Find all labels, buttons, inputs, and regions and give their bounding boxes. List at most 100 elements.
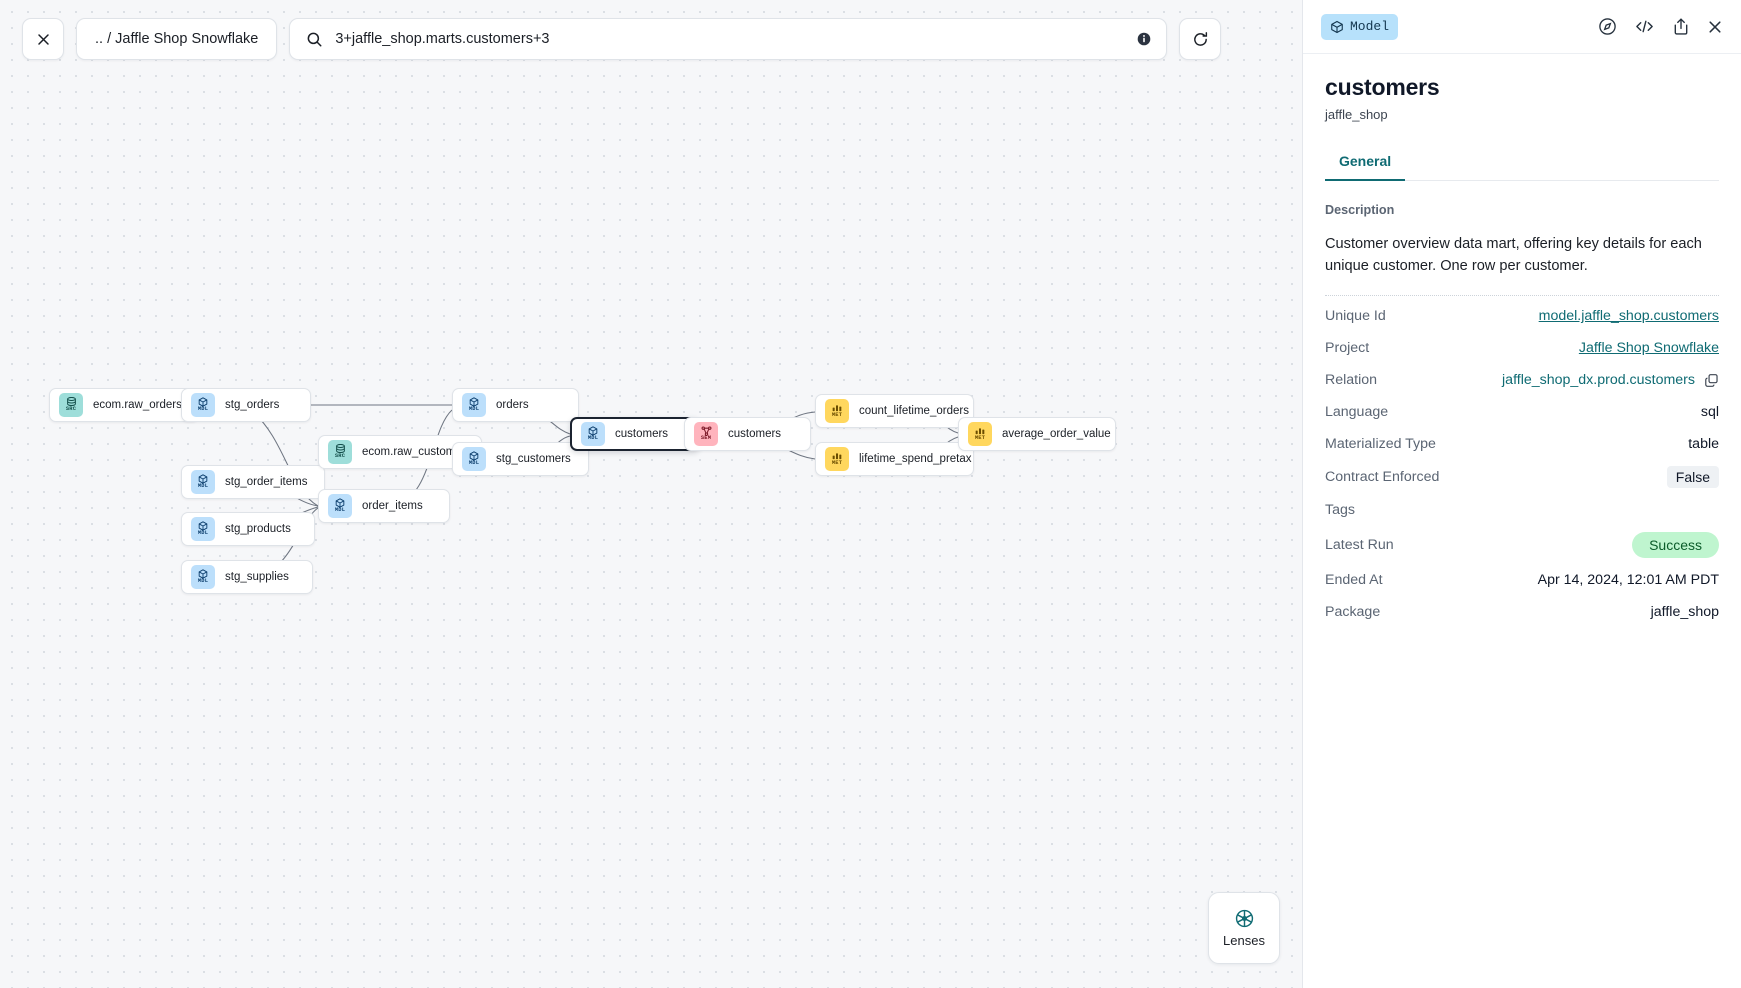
lens-icon: [1234, 908, 1255, 929]
detail-value-wrap: False: [1666, 466, 1719, 489]
node-type-badge-src-icon: SRC: [59, 393, 83, 417]
graph-node-stg_orders[interactable]: MDL stg_orders: [181, 388, 311, 422]
graph-node-label: stg_orders: [225, 399, 280, 411]
graph-node-label: stg_products: [225, 523, 291, 535]
details-panel: Model: [1302, 0, 1741, 988]
detail-value-wrap: jaffle_shop: [1651, 604, 1719, 620]
search-bar[interactable]: [289, 18, 1168, 60]
detail-value-wrap: jaffle_shop_dx.prod.customers: [1502, 372, 1719, 388]
detail-value[interactable]: jaffle_shop_dx.prod.customers: [1502, 372, 1695, 389]
graph-node-label: stg_customers: [496, 453, 571, 465]
graph-node-label: order_items: [362, 500, 423, 512]
graph-node-orders[interactable]: MDL orders: [452, 388, 579, 422]
node-type-badge-mdl-icon: MDL: [462, 393, 486, 417]
search-icon: [306, 31, 323, 48]
close-lineage-button[interactable]: [22, 18, 64, 60]
panel-tabs: General: [1325, 144, 1719, 181]
info-icon[interactable]: [1136, 31, 1152, 47]
graph-node-label: lifetime_spend_pretax: [859, 453, 972, 465]
detail-row: Relation jaffle_shop_dx.prod.customers: [1325, 364, 1719, 396]
panel-toolbar: Model: [1303, 0, 1741, 54]
page-subtitle: jaffle_shop: [1325, 107, 1388, 122]
detail-value: Apr 14, 2024, 12:01 AM PDT: [1537, 572, 1719, 589]
graph-node-label: stg_supplies: [225, 571, 289, 583]
node-type-label: Model: [1350, 19, 1390, 34]
share-icon[interactable]: [1672, 17, 1690, 36]
graph-node-label: average_order_value: [1002, 428, 1111, 440]
detail-value-wrap: Success: [1632, 532, 1719, 559]
cube-icon: [1330, 20, 1344, 34]
detail-key: Ended At: [1325, 572, 1383, 589]
detail-key: Latest Run: [1325, 537, 1394, 554]
detail-key: Materialized Type: [1325, 436, 1436, 453]
detail-key: Tags: [1325, 502, 1355, 519]
tab-general[interactable]: General: [1325, 144, 1406, 181]
graph-node-stg_order_items[interactable]: MDL stg_order_items: [181, 465, 325, 499]
node-type-badge-mdl-icon: MDL: [191, 565, 215, 589]
panel-actions: [1598, 17, 1723, 36]
panel-body: Description Customer overview data mart,…: [1303, 181, 1741, 988]
copy-icon[interactable]: [1704, 373, 1719, 388]
detail-value[interactable]: model.jaffle_shop.customers: [1538, 308, 1719, 325]
graph-node-stg_products[interactable]: MDL stg_products: [181, 512, 315, 546]
detail-key: Unique Id: [1325, 308, 1386, 325]
lenses-button[interactable]: Lenses: [1208, 892, 1280, 964]
close-icon[interactable]: [1707, 19, 1723, 35]
detail-row: Latest Run Success: [1325, 526, 1719, 564]
detail-value-wrap: model.jaffle_shop.customers: [1539, 308, 1719, 324]
node-type-badge-mdl-icon: MDL: [191, 393, 215, 417]
detail-value-wrap: table: [1688, 436, 1719, 452]
graph-node-lifetime_spend_pretax[interactable]: MET lifetime_spend_pretax: [815, 442, 974, 476]
node-type-badge-met-icon: MET: [825, 399, 849, 423]
graph-node-label: orders: [496, 399, 529, 411]
refresh-button[interactable]: [1179, 18, 1222, 60]
close-icon: [36, 32, 51, 47]
detail-row: Project Jaffle Shop Snowflake: [1325, 332, 1719, 364]
graph-node-label: customers: [615, 428, 669, 440]
panel-header: customers jaffle_shop: [1303, 54, 1741, 122]
node-type-badge-met-icon: MET: [968, 422, 992, 446]
node-type-badge-mdl-icon: MDL: [462, 447, 486, 471]
detail-row: Package jaffle_shop: [1325, 596, 1719, 628]
code-icon[interactable]: [1634, 17, 1655, 36]
graph-node-stg_customers[interactable]: MDL stg_customers: [452, 442, 589, 476]
graph-node-label: stg_order_items: [225, 476, 308, 488]
detail-value: table: [1688, 436, 1719, 453]
detail-value-wrap: sql: [1701, 404, 1719, 420]
graph-node-customers_sem[interactable]: SEM customers: [684, 417, 811, 451]
detail-value: jaffle_shop: [1650, 604, 1719, 621]
detail-row: Tags: [1325, 494, 1719, 526]
detail-key: Package: [1325, 604, 1381, 621]
detail-row: Ended At Apr 14, 2024, 12:01 AM PDT: [1325, 564, 1719, 596]
node-type-badge-mdl-icon: MDL: [191, 470, 215, 494]
detail-key: Relation: [1325, 372, 1378, 389]
detail-key: Project: [1325, 340, 1370, 357]
lineage-canvas[interactable]: .. / Jaffle Shop Snowflake: [0, 0, 1302, 988]
explore-icon[interactable]: [1598, 17, 1617, 36]
detail-value-wrap: Jaffle Shop Snowflake: [1579, 340, 1719, 356]
graph-node-label: customers: [728, 428, 782, 440]
graph-node-stg_supplies[interactable]: MDL stg_supplies: [181, 560, 313, 594]
status-badge: Success: [1632, 532, 1719, 559]
node-type-badge-mdl-icon: MDL: [191, 517, 215, 541]
node-type-badge-sem-icon: SEM: [694, 422, 718, 446]
lenses-label: Lenses: [1223, 933, 1265, 948]
section-divider: [1325, 295, 1719, 297]
detail-value-wrap: Apr 14, 2024, 12:01 AM PDT: [1538, 572, 1719, 588]
detail-value: sql: [1700, 404, 1719, 421]
detail-value: False: [1666, 466, 1719, 489]
detail-key: Contract Enforced: [1325, 469, 1440, 486]
breadcrumb[interactable]: .. / Jaffle Shop Snowflake: [76, 18, 278, 60]
graph-node-average_order_value[interactable]: MET average_order_value: [958, 417, 1116, 451]
node-type-badge-met-icon: MET: [825, 447, 849, 471]
search-input[interactable]: [335, 31, 1125, 47]
detail-value[interactable]: Jaffle Shop Snowflake: [1578, 340, 1719, 357]
detail-row: Materialized Type table: [1325, 428, 1719, 460]
